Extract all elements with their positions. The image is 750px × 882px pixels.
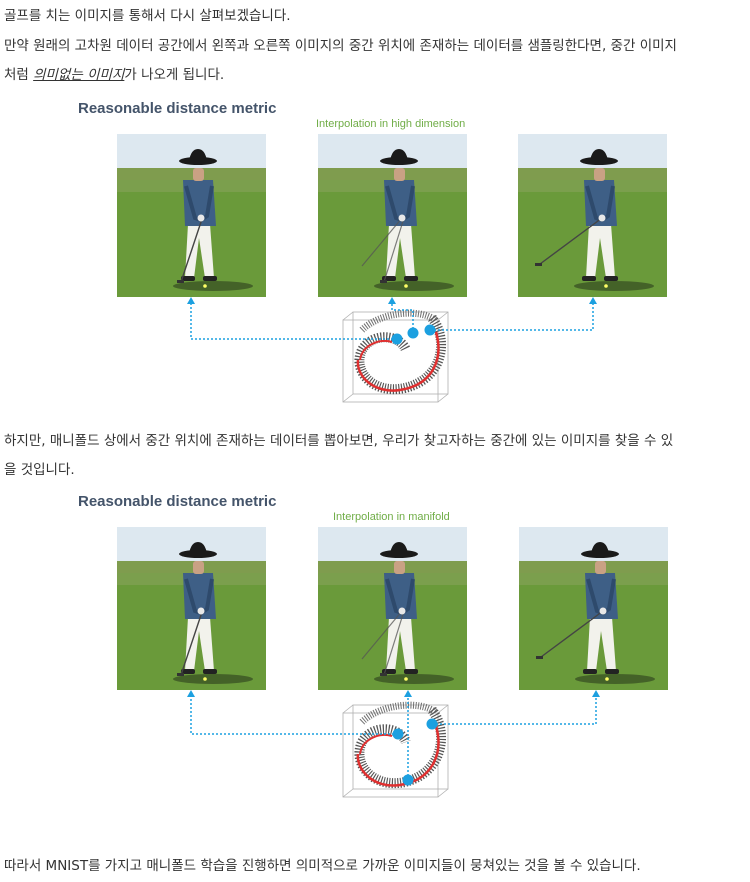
paragraph-meaningless: 처럼 의미없는 이미지가 나오게 됩니다. xyxy=(4,61,224,89)
text-before: 처럼 xyxy=(4,67,34,83)
figure-subtitle: Interpolation in high dimension xyxy=(316,118,466,130)
paragraph-manifold-cont: 을 것입니다. xyxy=(4,462,75,478)
swiss-roll-manifold xyxy=(354,701,447,789)
manifold-diagram xyxy=(187,297,597,403)
connector-lines xyxy=(190,302,594,340)
sample-points xyxy=(392,718,438,786)
figure-high-dimension: Reasonable distance metric Interpolation… xyxy=(0,0,750,420)
figure-title: Reasonable distance metric xyxy=(78,493,277,510)
connector-lines xyxy=(190,695,597,780)
sample-points xyxy=(391,324,436,345)
manifold-cube xyxy=(342,311,449,403)
golfer-photo-middle xyxy=(318,134,467,297)
golfer-photo-right xyxy=(519,527,668,690)
connector-arrowheads xyxy=(187,297,597,304)
figure-subtitle: Interpolation in manifold xyxy=(333,511,450,523)
golfer-photo-left xyxy=(117,134,266,297)
golfer-photo-right xyxy=(518,134,667,297)
paragraph-intro: 골프를 치는 이미지를 통해서 다시 살펴보겠습니다. xyxy=(4,8,291,24)
figure-title: Reasonable distance metric xyxy=(78,100,277,117)
connector-arrowheads xyxy=(187,690,600,697)
golfer-photo-left xyxy=(117,527,266,690)
swiss-roll-manifold xyxy=(354,309,447,395)
golfer-photo-middle xyxy=(318,527,467,690)
text-after: 가 나오게 됩니다. xyxy=(124,67,225,83)
meaningless-image-emphasis: 의미없는 이미지 xyxy=(33,67,125,83)
paragraph-manifold: 하지만, 매니폴드 상에서 중간 위치에 존재하는 데이터를 뽑아보면, 우리가… xyxy=(4,433,674,449)
paragraph-mnist: 따라서 MNIST를 가지고 매니폴드 학습을 진행하면 의미적으로 가까운 이… xyxy=(4,858,641,874)
paragraph-high-dim: 만약 원래의 고차원 데이터 공간에서 왼쪽과 오른쪽 이미지의 중간 위치에 … xyxy=(4,38,677,54)
